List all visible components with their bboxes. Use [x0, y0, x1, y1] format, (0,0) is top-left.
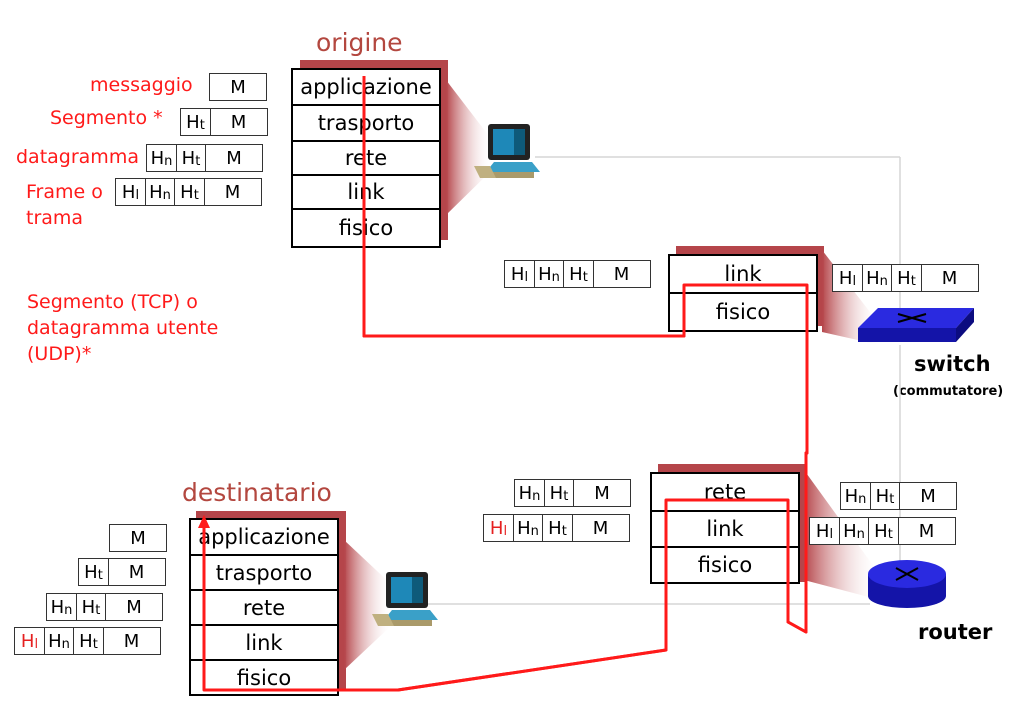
- label-message: messaggio: [90, 74, 193, 96]
- origin-layer-physical: fisico: [338, 216, 394, 240]
- dest-layer-link: link: [191, 626, 337, 661]
- dest-layer-transport: trasporto: [191, 556, 337, 591]
- switch-sublabel: (commutatore): [893, 384, 1004, 399]
- payload-cell: M: [105, 593, 163, 621]
- origin-layer-link: link: [293, 176, 439, 210]
- payload-cell: M: [573, 479, 631, 507]
- note-line-1: Segmento (TCP) o: [27, 291, 198, 313]
- origin-layer-transport: trasporto: [293, 106, 439, 142]
- origin-layer-network: rete: [293, 142, 439, 176]
- payload-cell: M: [897, 517, 956, 545]
- switch-layer-link: link: [670, 256, 816, 294]
- destination-computer-icon: [372, 572, 438, 626]
- note-line-3: (UDP)*: [27, 343, 92, 365]
- origin-message-packet: M: [209, 73, 267, 101]
- payload-cell: M: [107, 558, 166, 586]
- router-label: router: [918, 620, 993, 644]
- switch-label: switch: [914, 352, 991, 376]
- payload-cell: M: [920, 264, 979, 292]
- router-layer-link: link: [652, 512, 798, 548]
- router-stack: rete link fisico: [650, 472, 800, 584]
- destination-stack: applicazione trasporto rete link fisico: [189, 518, 339, 696]
- payload-cell: M: [209, 73, 267, 101]
- dest-layer-physical: fisico: [236, 665, 292, 690]
- payload-cell: M: [205, 144, 263, 172]
- note-line-2: datagramma utente: [27, 317, 219, 339]
- switch-stack: link fisico: [668, 254, 818, 332]
- router-icon: [868, 560, 946, 608]
- origin-title: origine: [316, 28, 403, 57]
- label-segment: Segmento *: [50, 107, 163, 129]
- label-datagram: datagramma: [16, 146, 139, 168]
- dest-layer-application: applicazione: [191, 520, 337, 556]
- switch-layer-physical: fisico: [715, 300, 771, 324]
- payload-cell: M: [109, 524, 167, 552]
- payload-cell: M: [102, 627, 161, 655]
- payload-cell: M: [592, 260, 651, 288]
- payload-cell: M: [209, 108, 268, 136]
- router-layer-physical: fisico: [697, 553, 753, 577]
- origin-computer-icon: [474, 124, 540, 178]
- dest-layer-network: rete: [191, 591, 337, 626]
- dest-message-packet: M: [109, 524, 167, 552]
- origin-layer-application: applicazione: [293, 70, 439, 106]
- label-frame-1: Frame o: [26, 181, 103, 203]
- payload-cell: M: [203, 178, 262, 206]
- label-frame-2: trama: [26, 207, 84, 229]
- switch-icon: [858, 308, 974, 342]
- payload-cell: M: [571, 514, 630, 542]
- origin-stack: applicazione trasporto rete link fisico: [291, 68, 441, 248]
- router-layer-network: rete: [652, 474, 798, 512]
- payload-cell: M: [899, 482, 957, 510]
